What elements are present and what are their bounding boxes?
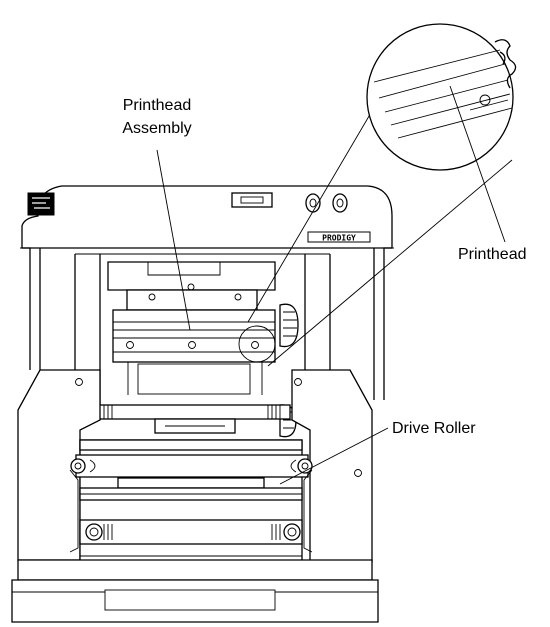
printer-base [11, 559, 379, 623]
lid-handle [231, 192, 273, 208]
leader-drive-roller [279, 427, 389, 485]
zoomed-printhead [373, 39, 517, 139]
upper-shaft [93, 404, 291, 434]
magnifier-callout [238, 23, 517, 367]
label-printhead-assembly-line1: Printhead [123, 97, 192, 114]
label-printhead-assembly-line2: Assembly [122, 120, 191, 137]
logo-mark [27, 192, 55, 216]
label-printhead: Printhead [458, 246, 527, 263]
control-knobs [305, 193, 348, 213]
brand-text: PRODIGY [322, 234, 356, 243]
magnify-source-circle [238, 325, 276, 363]
printhead-assembly [107, 261, 276, 395]
magnify-circle [366, 23, 514, 171]
leader-printhead-assembly [156, 149, 191, 331]
drive-roller [75, 454, 309, 478]
lower-roller-area [69, 439, 313, 563]
labels: Printhead Assembly Printhead Drive Rolle… [122, 97, 526, 437]
leader-printhead [449, 85, 506, 243]
leader-lines [156, 85, 506, 485]
brand-plate: PRODIGY [307, 231, 371, 243]
printer-top-cover [20, 185, 394, 400]
label-drive-roller: Drive Roller [392, 420, 476, 437]
